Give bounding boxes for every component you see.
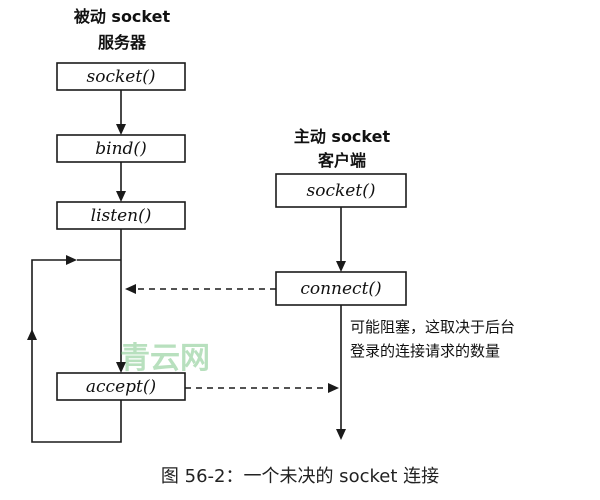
server-node-listen: listen() — [56, 201, 186, 230]
arrow-bind-to-listen — [116, 162, 126, 202]
server-node-socket-label: socket() — [87, 67, 156, 87]
arrow-connect-to-end — [336, 305, 346, 440]
client-node-connect-label: connect() — [300, 279, 381, 299]
blocking-note-line1: 可能阻塞，这取决于后台 — [350, 318, 515, 336]
client-node-socket: socket() — [275, 173, 407, 208]
dashed-arrow-accept-to-client — [185, 383, 339, 393]
arrow-client-socket-to-connect — [336, 207, 346, 272]
server-heading-line2: 服务器 — [98, 33, 147, 52]
server-node-socket: socket() — [56, 62, 186, 91]
figure-caption: 图 56-2：一个未决的 socket 连接 — [161, 466, 439, 487]
accept-loop-arrow — [27, 255, 122, 443]
server-node-bind-label: bind() — [95, 139, 146, 159]
server-heading-line1: 被动 socket — [74, 7, 171, 26]
blocking-note-line2: 登录的连接请求的数量 — [350, 342, 500, 360]
arrow-socket-to-bind — [116, 90, 126, 135]
server-node-bind: bind() — [56, 134, 186, 163]
dashed-arrow-connect-to-server — [125, 284, 276, 294]
server-node-listen-label: listen() — [91, 206, 152, 226]
client-heading-line1: 主动 socket — [294, 127, 391, 146]
server-node-accept-label: accept() — [86, 377, 156, 397]
watermark: 青云网 — [120, 341, 210, 376]
client-node-socket-label: socket() — [307, 181, 376, 201]
client-node-connect: connect() — [275, 271, 407, 306]
server-node-accept: accept() — [56, 372, 186, 401]
arrow-listen-to-accept — [116, 229, 126, 373]
client-heading-line2: 客户端 — [318, 151, 366, 170]
